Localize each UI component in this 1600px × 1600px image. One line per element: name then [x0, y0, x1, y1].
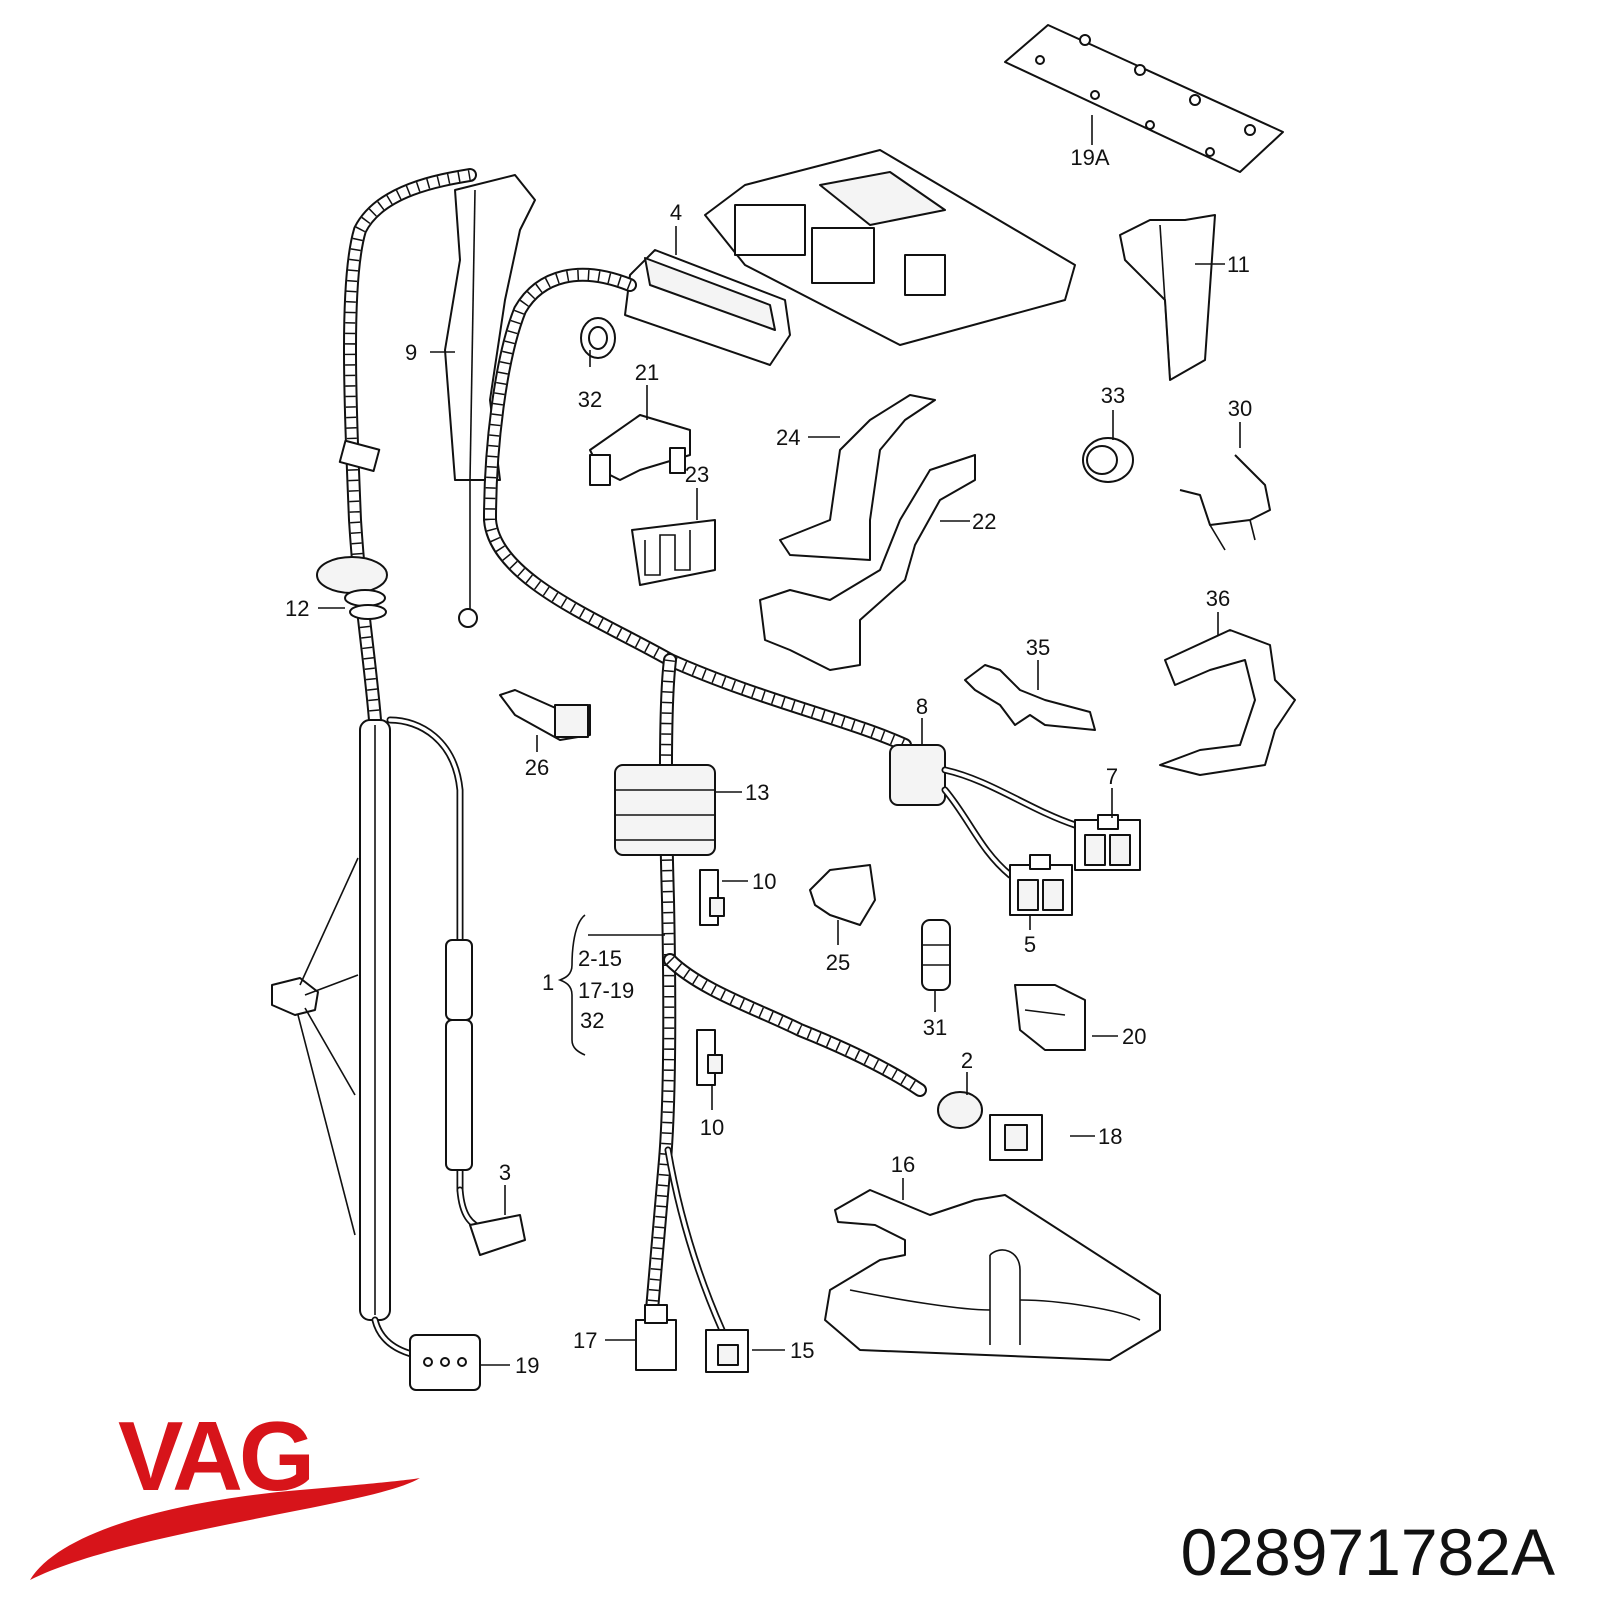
part-13-grommet — [614, 764, 716, 856]
callout-23: 23 — [685, 462, 709, 487]
callout-leaders — [318, 115, 1241, 1366]
part-12-grommet — [316, 556, 388, 620]
callout-13: 13 — [745, 780, 769, 805]
callout-4: 4 — [670, 200, 682, 225]
part-22-bracket — [759, 454, 976, 671]
logo-text: VAG — [118, 1401, 311, 1511]
callout-range-32: 32 — [580, 1008, 604, 1033]
part-18-connector — [989, 1114, 1043, 1161]
part-19-connector — [409, 1334, 481, 1391]
callout-19: 19 — [515, 1353, 539, 1378]
main-wiring-harness — [343, 168, 927, 1334]
callout-3: 3 — [499, 1160, 511, 1185]
part-35-bracket — [964, 664, 1096, 731]
part-5-connector — [1009, 854, 1073, 916]
part-9-cable-channel — [444, 174, 536, 628]
vag-logo: VAG — [30, 1401, 420, 1580]
part-25-holder — [809, 864, 876, 926]
logo-swoosh — [30, 1478, 420, 1580]
part-33-grommet — [1082, 437, 1134, 483]
part-3-connector — [469, 1214, 526, 1256]
part-31-clip — [921, 919, 951, 991]
callout-10-upper: 10 — [752, 869, 776, 894]
callout-20: 20 — [1122, 1024, 1146, 1049]
part-26-clip — [499, 689, 591, 741]
part-8-grommet — [889, 744, 946, 806]
control-unit — [704, 149, 1076, 346]
callout-labels: 19A 4 11 9 32 21 33 30 24 23 22 12 36 35… — [285, 145, 1252, 1378]
part-17-connector — [635, 1304, 677, 1371]
part-10-clip-lower — [696, 1029, 723, 1086]
callout-15: 15 — [790, 1338, 814, 1363]
callout-18: 18 — [1098, 1124, 1122, 1149]
part-16-bracket — [824, 1189, 1161, 1361]
callout-17: 17 — [573, 1328, 597, 1353]
part-21-bracket — [589, 414, 691, 486]
callout-12: 12 — [285, 596, 309, 621]
callout-24: 24 — [776, 425, 800, 450]
callout-32: 32 — [578, 387, 602, 412]
callout-9: 9 — [405, 340, 417, 365]
callout-16: 16 — [891, 1152, 915, 1177]
callout-31: 31 — [923, 1015, 947, 1040]
part-23-holder — [631, 519, 716, 586]
part-2-grommet — [937, 1091, 983, 1129]
part-19A-plate — [1004, 24, 1284, 173]
part-32-clip — [580, 317, 616, 359]
callout-26: 26 — [525, 755, 549, 780]
callout-11: 11 — [1227, 252, 1250, 277]
harness-clip-upper — [338, 439, 381, 473]
part-10-clip-upper — [699, 869, 725, 926]
callout-1: 1 — [542, 970, 554, 995]
part-number: 028971782A — [1181, 1515, 1555, 1589]
callout-30: 30 — [1228, 396, 1252, 421]
callout-25: 25 — [826, 950, 850, 975]
callout-22: 22 — [972, 509, 996, 534]
callout-35: 35 — [1026, 635, 1050, 660]
part-24-bracket — [779, 394, 936, 561]
callout-8: 8 — [916, 694, 928, 719]
part-36-bracket — [1159, 629, 1296, 776]
part-11-bracket — [1119, 214, 1216, 381]
part-4-connector — [624, 249, 791, 366]
part-30-bracket — [1179, 454, 1271, 551]
callout-5: 5 — [1024, 932, 1036, 957]
part-20-cover — [1014, 984, 1086, 1051]
callout-10-lower: 10 — [700, 1115, 724, 1140]
part-15-connector — [705, 1329, 749, 1373]
callout-19A: 19A — [1070, 145, 1109, 170]
branch-to-connectors — [941, 766, 1079, 879]
callout-range-2-15: 2-15 — [578, 946, 622, 971]
callout-33: 33 — [1101, 383, 1125, 408]
left-clip — [271, 857, 359, 1236]
callout-7: 7 — [1106, 764, 1118, 789]
part-7-connector — [1074, 814, 1141, 871]
callout-36: 36 — [1206, 586, 1230, 611]
left-harness-branch — [359, 716, 489, 1359]
callout-2: 2 — [961, 1048, 973, 1073]
callout-range-17-19: 17-19 — [578, 978, 634, 1003]
callout-21: 21 — [635, 360, 659, 385]
